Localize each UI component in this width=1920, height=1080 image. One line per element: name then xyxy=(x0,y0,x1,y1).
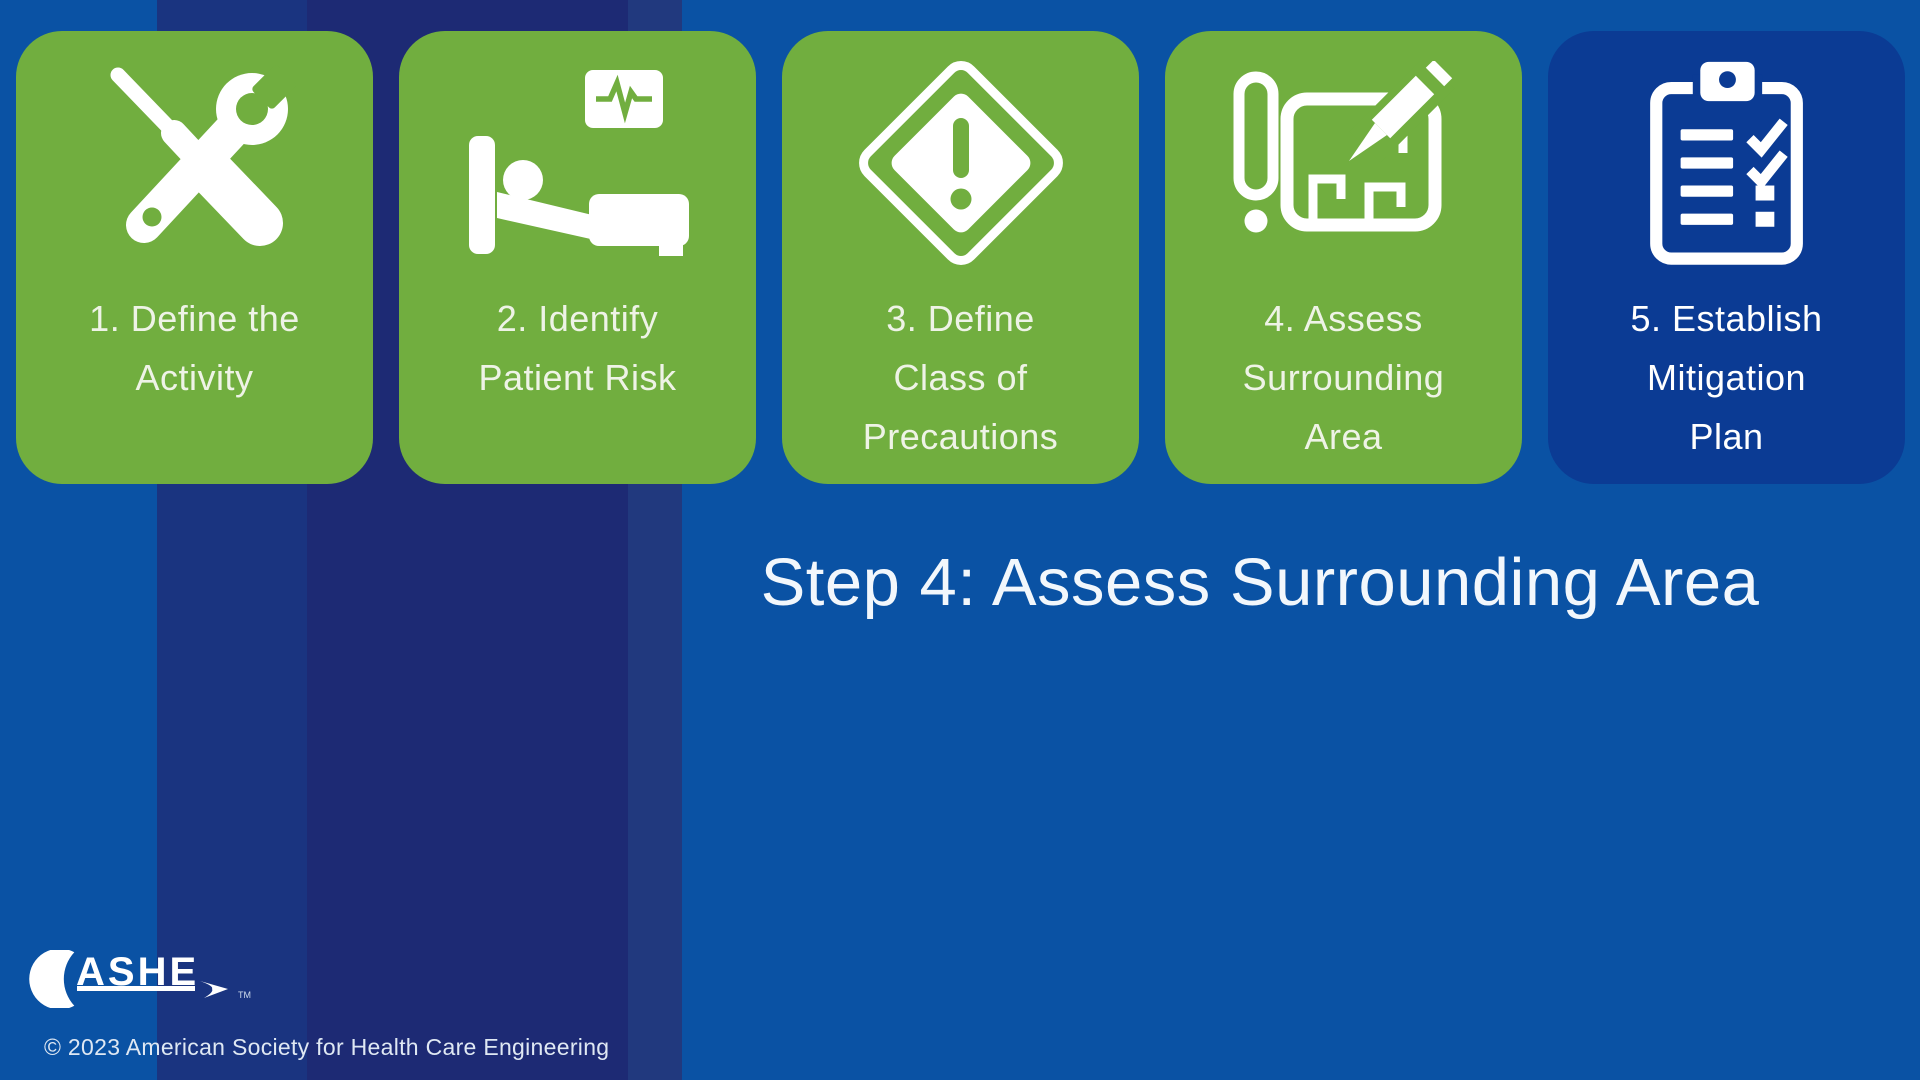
step-cards-row: 1. Define the Activity 2. Identify Patie… xyxy=(16,31,1905,484)
patient-bed-icon xyxy=(463,57,693,269)
step-card-label: 2. Identify Patient Risk xyxy=(478,298,677,398)
step-card-1-define-activity: 1. Define the Activity xyxy=(16,31,373,484)
step-card-5-establish-mitigation-plan: 5. Establish Mitigation Plan xyxy=(1548,31,1905,484)
step-card-label: 3. Define Class of Precautions xyxy=(862,298,1059,457)
step-card-label: 4. Assess Surrounding Area xyxy=(1242,298,1445,457)
ashe-swoosh-icon xyxy=(29,950,75,1008)
slide-title: Step 4: Assess Surrounding Area xyxy=(760,545,1760,620)
copyright-text: © 2023 American Society for Health Care … xyxy=(44,1034,610,1060)
step-card-4-assess-surrounding-area: 4. Assess Surrounding Area xyxy=(1165,31,1522,484)
ashe-logo-underline xyxy=(77,986,195,991)
step-card-2-identify-patient-risk: 2. Identify Patient Risk xyxy=(399,31,756,484)
step-card-label: 1. Define the Activity xyxy=(89,298,300,398)
warning-diamond-icon xyxy=(856,57,1066,269)
tools-icon xyxy=(90,57,300,269)
step-card-3-define-class-of-precautions: 3. Define Class of Precautions xyxy=(782,31,1139,484)
step-card-label: 5. Establish Mitigation Plan xyxy=(1630,298,1823,457)
ashe-trademark: TM xyxy=(238,990,251,1000)
blueprint-pencil-icon xyxy=(1229,57,1459,269)
ashe-logo: ASHE TM xyxy=(26,950,256,1020)
ashe-arrow-icon xyxy=(200,981,228,998)
clipboard-checklist-icon xyxy=(1645,57,1809,269)
